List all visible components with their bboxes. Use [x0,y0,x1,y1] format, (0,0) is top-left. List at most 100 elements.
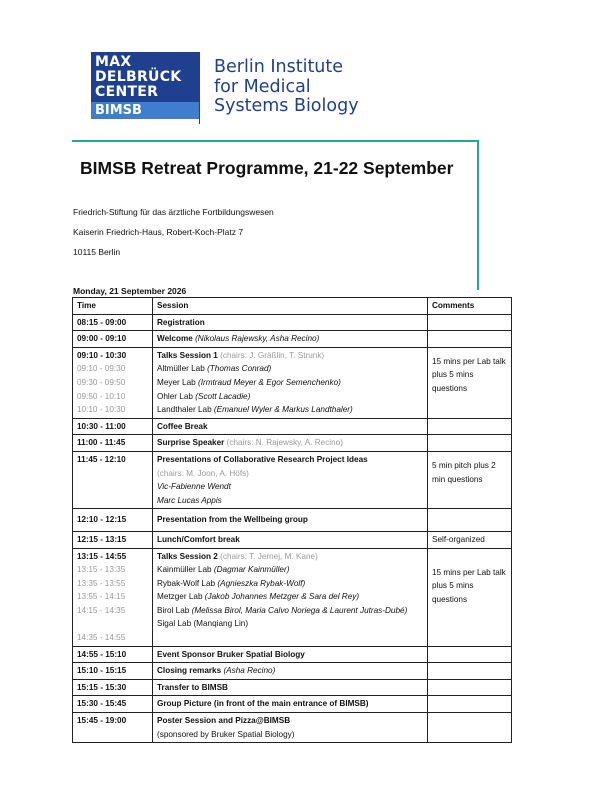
row-session: Presentations of Collaborative Research … [152,450,428,510]
row-session: Lunch/Comfort break [152,530,428,549]
row-session: Coffee Break [152,417,428,436]
accent-line-right [477,140,479,290]
lab-people: (Agnieszka Rybak-Wolf) [217,578,306,588]
sub-time: 10:10 - 10:30 [77,405,126,415]
comment-text: 15 mins per Lab talk plus 5 mins questio… [432,567,506,604]
header-comments: Comments [427,297,512,315]
lab-name: Kainmüller Lab [157,565,212,575]
row-comment [427,508,512,532]
row-session: Presentation from the Wellbeing group [152,508,428,532]
sub-time: 13:35 - 13:55 [77,578,126,588]
lab-people: (Thomas Conrad) [207,364,272,374]
table-row: 12:15 - 13:15 Lunch/Comfort break Self-o… [72,530,512,549]
sub-time: 09:10 - 09:30 [77,364,126,374]
session-title: Welcome [157,334,193,344]
row-time: 10:30 - 11:00 [72,417,153,436]
row-session: Poster Session and Pizza@BIMSB (sponsore… [152,712,428,744]
row-time: 09:10 - 10:30 09:10 - 09:30 09:30 - 09:5… [72,346,153,419]
sub-time: 14:15 - 14:35 [77,605,126,615]
address-city: 10115 Berlin [73,247,121,257]
table-header-row: Time Session Comments [72,297,512,315]
table-row: 15:30 - 15:45 Group Picture (in front of… [72,695,512,714]
session-title: Closing remarks [157,666,222,676]
session-title: Poster Session and Pizza@BIMSB [157,716,291,726]
sub-time: 13:15 - 13:35 [77,565,126,575]
row-time: 15:15 - 15:30 [72,678,153,697]
header-session: Session [152,297,428,315]
session-note: (Nikolaus Rajewsky, Asha Recino) [195,334,320,344]
row-comment: Self-organized [427,530,512,549]
row-comment [427,695,512,714]
lab-name: Altmüller Lab [157,364,205,374]
lab-people: (Dagmar Kainmüller) [213,565,290,575]
logo-main-block: MAX DELBRÜCK CENTER [91,52,200,102]
presenter-name: Marc Lucas Appis [157,495,222,505]
address-street: Kaiserin Friedrich-Haus, Robert-Koch-Pla… [73,227,244,237]
lab-people: (Irmtraud Meyer & Egor Semenchenko) [197,377,341,387]
row-time: 08:15 - 09:00 [72,313,153,332]
logo-line: DELBRÜCK [95,69,182,85]
row-comment [427,330,512,348]
row-time: 12:15 - 13:15 [72,530,153,549]
logo-line: MAX [95,54,132,70]
logo-sub-block: BIMSB [91,102,200,119]
session-note: (Asha Recino) [223,666,276,676]
session-chairs: (chairs: J. Gräßlin, T. Strunk) [220,350,325,360]
row-session: Surprise Speaker (chairs: N. Rajewsky, A… [152,434,428,452]
table-row: 10:30 - 11:00 Coffee Break [72,417,512,436]
row-time: 15:10 - 15:15 [72,662,153,680]
row-time: 13:15 - 14:55 13:15 - 13:35 13:35 - 13:5… [72,547,153,647]
comment-text: 15 mins per Lab talk plus 5 mins questio… [432,356,506,393]
row-time: 09:00 - 09:10 [72,330,153,348]
mdc-logo: MAX DELBRÜCK CENTER BIMSB [91,52,201,119]
row-comment [427,417,512,436]
lab-name: Ohler Lab [157,391,193,401]
row-comment: 5 min pitch plus 2 min questions [427,450,512,510]
address-venue: Friedrich-Stiftung für das ärztliche For… [73,207,274,217]
institute-line: Berlin Institute [214,57,344,77]
day-label: Monday, 21 September 2026 [73,286,187,296]
programme-table: Time Session Comments 08:15 - 09:00 Regi… [72,297,512,744]
institute-line: for Medical [214,76,311,97]
presenter-name: Vic-Fabienne Wendt [157,482,231,492]
lab-people: (Emanuel Wyler & Markus Landthaler) [213,405,353,415]
table-row: 08:15 - 09:00 Registration [72,313,512,332]
row-session: Event Sponsor Bruker Spatial Biology [152,645,428,664]
session-title: Talks Session 2 [157,551,218,561]
row-time-main: 09:10 - 10:30 [77,350,127,360]
logo-divider [199,54,200,124]
row-comment: 15 mins per Lab talk plus 5 mins questio… [427,547,512,647]
table-row: 09:10 - 10:30 09:10 - 09:30 09:30 - 09:5… [72,346,512,419]
row-session: Closing remarks (Asha Recino) [152,662,428,680]
lab-name: Landthaler Lab [157,405,212,415]
row-comment [427,645,512,664]
session-title: Surprise Speaker [157,438,225,448]
lab-name: Metzger Lab [157,592,203,602]
table-row: 15:45 - 19:00 Poster Session and Pizza@B… [72,712,512,744]
logo-line: CENTER [95,84,159,100]
table-row: 14:55 - 15:10 Event Sponsor Bruker Spati… [72,645,512,664]
row-time-main: 13:15 - 14:55 [77,551,127,561]
row-session: Group Picture (in front of the main entr… [152,695,428,714]
row-comment [427,662,512,680]
row-comment: 15 mins per Lab talk plus 5 mins questio… [427,346,512,419]
header-time: Time [72,297,153,315]
row-time: 15:45 - 19:00 [72,712,153,744]
row-session: Welcome (Nikolaus Rajewsky, Asha Recino) [152,330,428,348]
lab-people: (Manqiang Lin) [193,619,249,629]
sub-time: 13:55 - 14:15 [77,592,126,602]
row-time: 11:45 - 12:10 [72,450,153,510]
lab-people: (Melissa Birol, Maria Calvo Noriega & La… [191,605,408,615]
sub-time: 09:50 - 10:10 [77,391,126,401]
table-row: 15:10 - 15:15 Closing remarks (Asha Reci… [72,662,512,680]
lab-name: Rybak-Wolf Lab [157,578,216,588]
session-chairs: (chairs: N. Rajewsky, A. Recino) [226,438,343,448]
lab-name: Birol Lab [157,605,190,615]
comment-text: 5 min pitch plus 2 min questions [432,460,496,484]
row-session: Talks Session 2 (chairs: T. Jernej, M. K… [152,547,428,647]
page-title: BIMSB Retreat Programme, 21-22 September [80,158,454,178]
accent-line-top [72,140,479,142]
session-note: (sponsored by Bruker Spatial Biology) [157,729,295,739]
session-title: Talks Session 1 [157,350,218,360]
table-row: 13:15 - 14:55 13:15 - 13:35 13:35 - 13:5… [72,547,512,647]
